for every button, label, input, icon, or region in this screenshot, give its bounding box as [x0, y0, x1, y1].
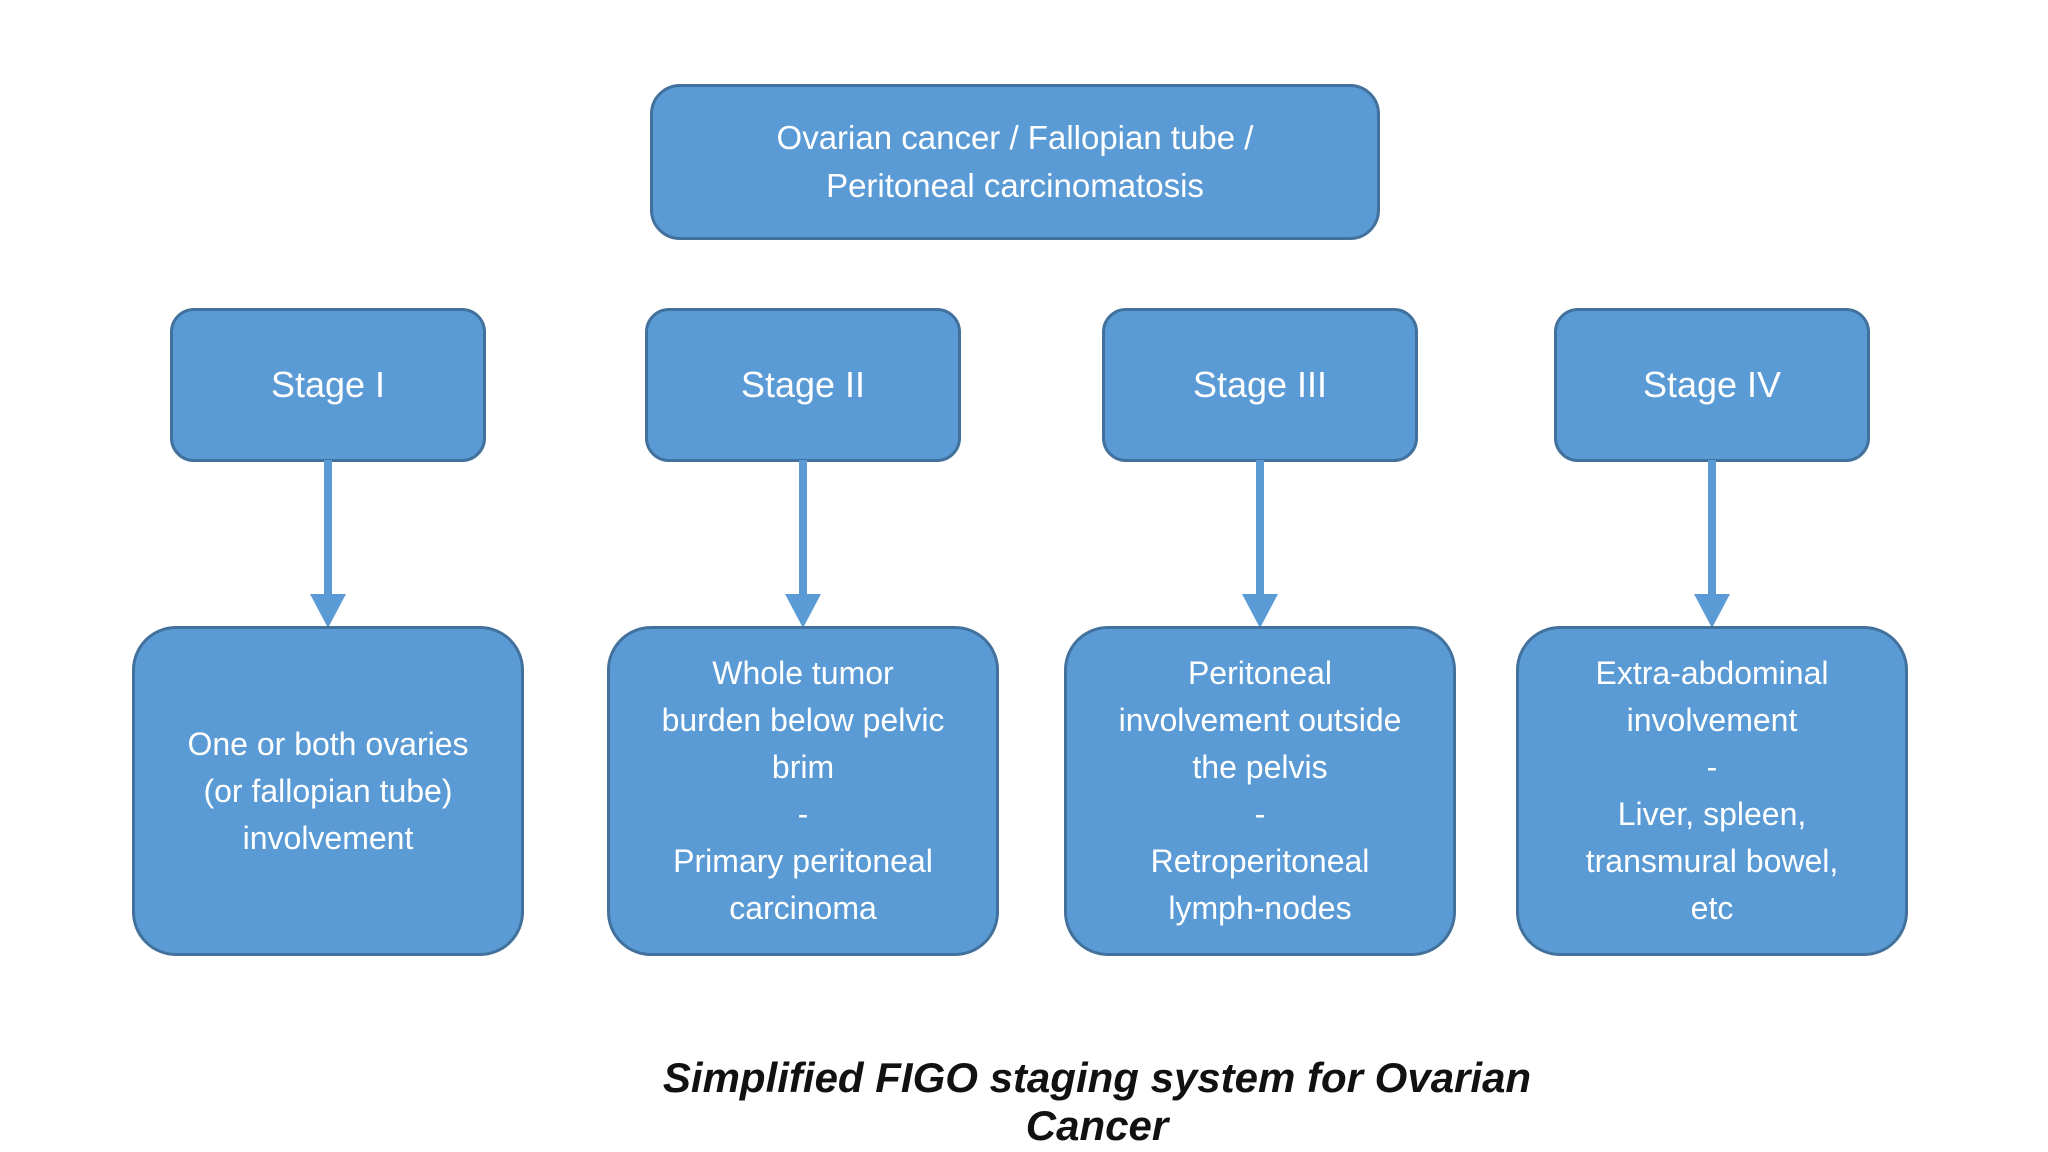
stage-3-label: Stage III — [1192, 364, 1328, 405]
stage-2-description: Whole tumor burden below pelvic brim - P… — [661, 655, 945, 926]
arrow-head-icon — [310, 594, 346, 628]
root-node-ovarian-cancer: Ovarian cancer / Fallopian tube / Perito… — [650, 84, 1380, 240]
arrow-shaft — [1708, 460, 1716, 596]
stage-1-node: Stage I — [170, 308, 486, 462]
arrow-shaft — [324, 460, 332, 596]
connector-arrow-stage-3 — [1242, 460, 1278, 628]
stage-3-node: Stage III — [1102, 308, 1418, 462]
stage-4-label: Stage IV — [1642, 364, 1782, 405]
diagram-caption: Simplified FIGO staging system for Ovari… — [662, 1054, 1532, 1149]
stage-2-node: Stage II — [645, 308, 961, 462]
arrow-head-icon — [1694, 594, 1730, 628]
connector-arrow-stage-4 — [1694, 460, 1730, 628]
stage-4-description-node: Extra-abdominal involvement - Liver, spl… — [1516, 626, 1908, 956]
arrow-shaft — [799, 460, 807, 596]
stage-4-node: Stage IV — [1554, 308, 1870, 462]
stage-2-description-node: Whole tumor burden below pelvic brim - P… — [607, 626, 999, 956]
stage-3-description: Peritoneal involvement outside the pelvi… — [1118, 655, 1402, 926]
stage-1-description-node: One or both ovaries (or fallopian tube) … — [132, 626, 524, 956]
stage-1-description: One or both ovaries (or fallopian tube) … — [187, 725, 469, 856]
stage-1-label: Stage I — [270, 364, 386, 405]
arrow-shaft — [1256, 460, 1264, 596]
stage-2-label: Stage II — [740, 364, 866, 405]
root-node-label: Ovarian cancer / Fallopian tube / Perito… — [776, 119, 1254, 204]
arrow-head-icon — [1242, 594, 1278, 628]
arrow-head-icon — [785, 594, 821, 628]
connector-arrow-stage-2 — [785, 460, 821, 628]
stage-4-description: Extra-abdominal involvement - Liver, spl… — [1585, 655, 1839, 926]
stage-3-description-node: Peritoneal involvement outside the pelvi… — [1064, 626, 1456, 956]
connector-arrow-stage-1 — [310, 460, 346, 628]
